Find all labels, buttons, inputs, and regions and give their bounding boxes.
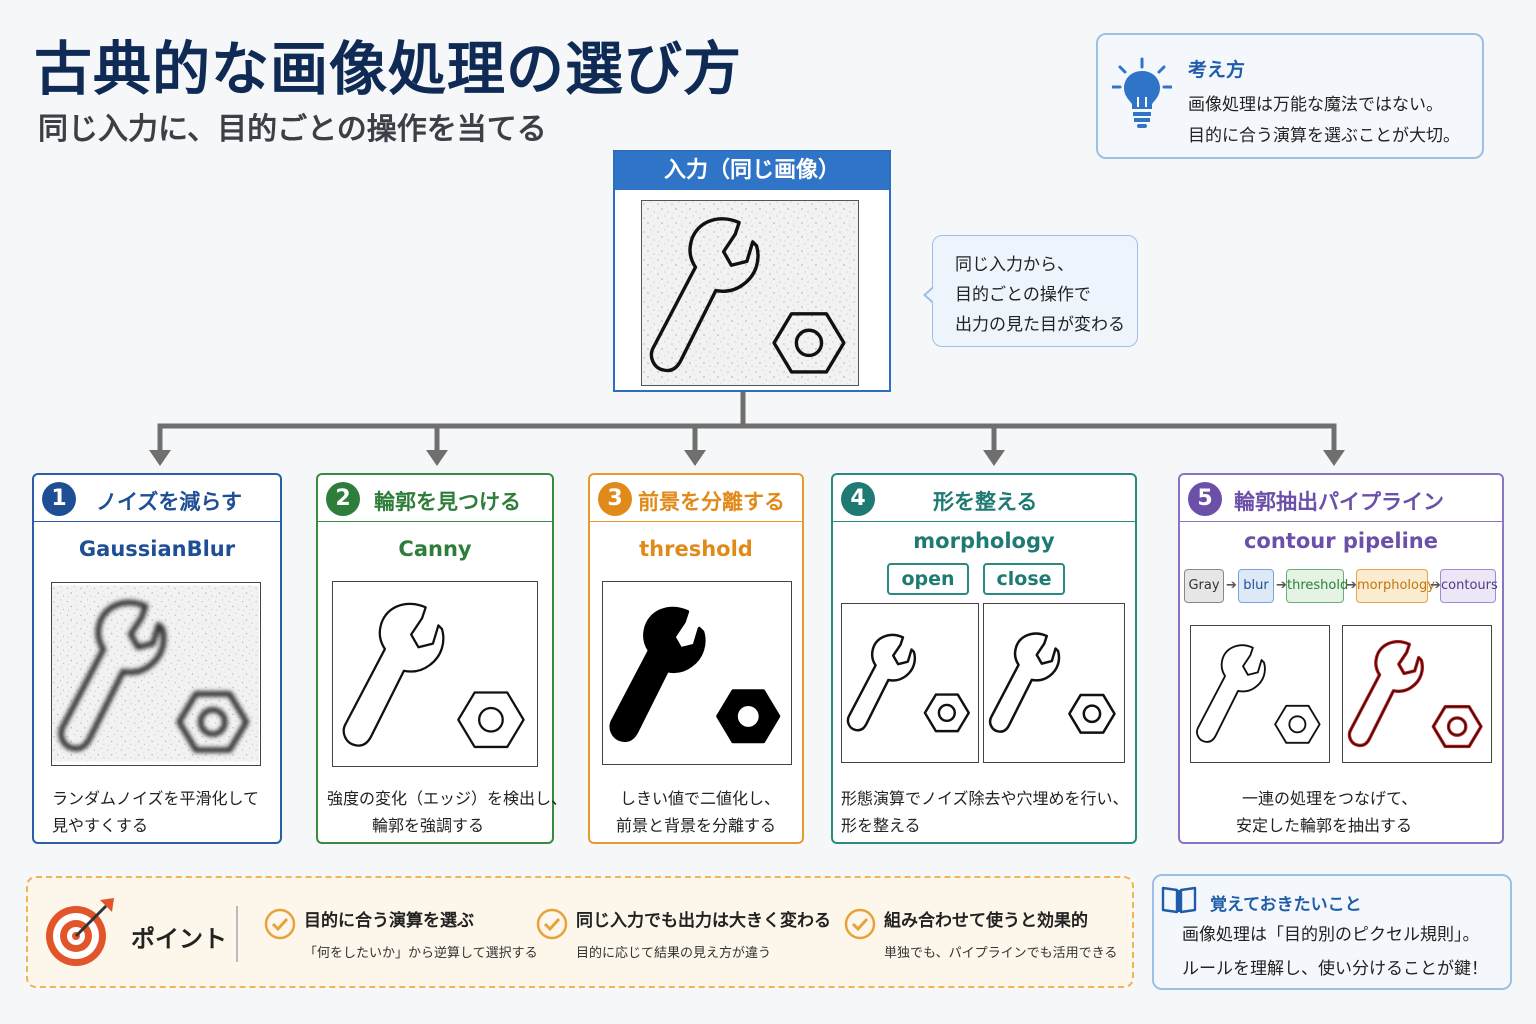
input-image-panel: 入力（同じ画像） (613, 150, 891, 392)
card-number: 1 (42, 482, 76, 516)
callout-line-1: 同じ入力から、 (955, 255, 1074, 275)
threshold-result-image (602, 581, 792, 765)
card-number: 2 (326, 482, 360, 516)
idea-line-1: 画像処理は万能な魔法ではない。 (1188, 95, 1443, 115)
check-icon (264, 908, 296, 940)
point-title: ポイント (131, 925, 227, 953)
pipeline-step-threshold: threshold (1286, 569, 1348, 603)
morph-open-tag: open (887, 563, 969, 595)
blur-result-image (51, 582, 261, 766)
idea-heading: 考え方 (1188, 59, 1246, 81)
card-number: 3 (598, 482, 632, 516)
card-heading: 輪郭を見つける (374, 490, 521, 514)
open-result-image (841, 603, 979, 763)
lightbulb-icon (1112, 57, 1172, 128)
close-result-image (983, 603, 1125, 763)
card-shape-refinement: 4 形を整える morphology open close 形態演算でノイズ除去… (831, 473, 1137, 844)
page-title: 古典的な画像処理の選び方 (34, 35, 743, 103)
pipeline-step-gray: Gray (1184, 569, 1224, 603)
pipeline-contour-image (1342, 625, 1492, 763)
check-icon (536, 908, 568, 940)
card-desc-1: しきい値で二値化し、 (620, 789, 781, 808)
card-method: contour pipeline (1243, 529, 1438, 553)
card-number: 5 (1188, 482, 1222, 516)
card-desc-2: 安定した輪郭を抽出する (1236, 816, 1413, 835)
point-main-1: 目的に合う演算を選ぶ (304, 911, 474, 931)
card-number: 4 (841, 482, 875, 516)
card-foreground-separation: 3 前景を分離する threshold しきい値で二値化し、 前景と背景を分離す… (588, 473, 804, 844)
card-noise-reduction: 1 ノイズを減らす GaussianBlur ランダムノイズを平滑化して 見やす… (32, 473, 282, 844)
card-heading: 輪郭抽出パイプライン (1234, 490, 1444, 514)
book-icon (1161, 886, 1197, 914)
idea-box: 考え方 画像処理は万能な魔法ではない。 目的に合う演算を選ぶことが大切。 (1096, 33, 1484, 159)
canny-result-image (332, 581, 538, 767)
card-desc-1: 強度の変化（エッジ）を検出し、 (327, 789, 568, 808)
card-edge-detection: 2 輪郭を見つける Canny 強度の変化（エッジ）を検出し、 輪郭を強調する (316, 473, 567, 844)
remember-box: 覚えておきたいこと 画像処理は「目的別のピクセル規則」。 ルールを理解し、使い分… (1152, 874, 1512, 990)
card-heading: ノイズを減らす (96, 490, 242, 514)
pipeline-step-morphology: morphology (1356, 569, 1435, 603)
card-method: GaussianBlur (78, 537, 236, 561)
card-method: Canny (398, 537, 472, 561)
card-heading: 前景を分離する (638, 490, 785, 514)
remember-line-1: 画像処理は「目的別のピクセル規則」。 (1182, 925, 1480, 945)
point-sub-3: 単独でも、パイプラインでも活用できる (884, 946, 1118, 961)
pipeline-arrow-icon: ➔ (1430, 578, 1441, 593)
card-desc-1: ランダムノイズを平滑化して (52, 789, 260, 808)
callout-line-2: 目的ごとの操作で (955, 285, 1091, 305)
pipeline-step-blur: blur (1238, 569, 1274, 603)
morph-close-tag: close (983, 563, 1065, 595)
point-sub-2: 目的に応じて結果の見え方が違う (576, 946, 772, 961)
card-contour-pipeline: 5 輪郭抽出パイプライン contour pipeline Gray ➔ blu… (1178, 473, 1504, 844)
card-desc-2: 見やすくする (52, 816, 149, 835)
explanation-callout: 同じ入力から、 目的ごとの操作で 出力の見た目が変わる (923, 235, 1138, 347)
page-subtitle: 同じ入力に、目的ごとの操作を当てる (38, 112, 547, 147)
remember-line-2: ルールを理解し、使い分けることが鍵！ (1182, 959, 1488, 979)
pipeline-arrow-icon: ➔ (1346, 578, 1357, 593)
card-method: morphology (913, 529, 1055, 553)
card-method: threshold (639, 537, 753, 561)
remember-heading: 覚えておきたいこと (1210, 895, 1362, 915)
card-desc-2: 形を整える (841, 816, 921, 835)
card-desc-1: 一連の処理をつなげて、 (1242, 789, 1418, 808)
target-icon (46, 898, 114, 966)
pipeline-arrow-icon: ➔ (1276, 578, 1287, 593)
callout-line-3: 出力の見た目が変わる (955, 315, 1125, 335)
pipeline-binary-image (1190, 625, 1330, 763)
point-main-3: 組み合わせて使うと効果的 (884, 911, 1088, 931)
card-heading: 形を整える (933, 490, 1038, 514)
card-desc-1: 形態演算でノイズ除去や穴埋めを行い、 (841, 789, 1129, 808)
input-image (641, 200, 859, 386)
input-label: 入力（同じ画像） (615, 152, 889, 190)
idea-line-2: 目的に合う演算を選ぶことが大切。 (1188, 126, 1460, 146)
pipeline-step-contours: contours (1440, 569, 1498, 603)
card-desc-2: 輪郭を強調する (372, 816, 485, 835)
check-icon (844, 908, 876, 940)
pipeline-arrow-icon: ➔ (1226, 578, 1237, 593)
card-desc-2: 前景と背景を分離する (616, 816, 777, 835)
point-sub-1: 「何をしたいか」から逆算して選択する (304, 946, 538, 961)
point-main-2: 同じ入力でも出力は大きく変わる (576, 911, 831, 931)
key-points-box: ポイント 目的に合う演算を選ぶ 「何をしたいか」から逆算して選択する 同じ入力で… (26, 876, 1134, 988)
